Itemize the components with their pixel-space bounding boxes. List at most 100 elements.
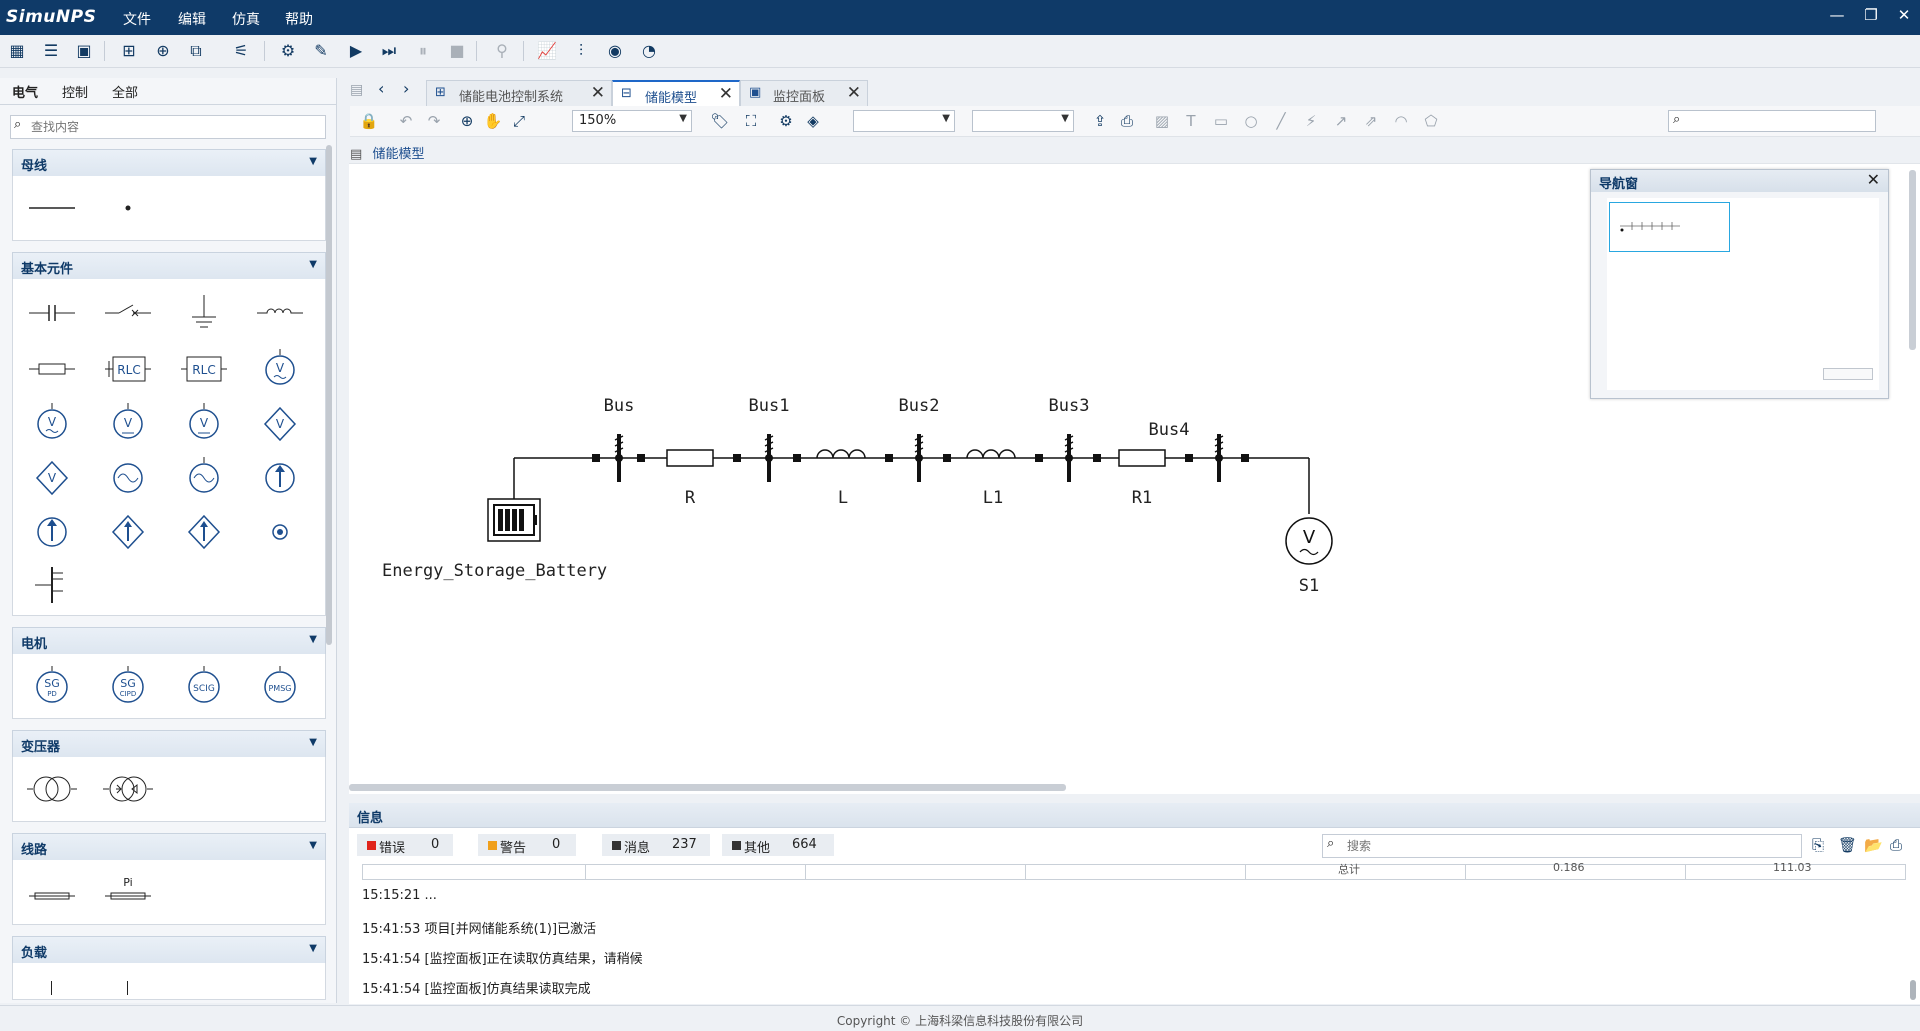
resistor-r1[interactable] — [1118, 449, 1166, 467]
image-icon[interactable]: ▨ — [1154, 112, 1170, 130]
pause-icon[interactable]: ⏸ — [418, 41, 427, 60]
dependent-current-icon[interactable] — [103, 511, 153, 551]
canvas-vertical-scrollbar[interactable] — [1909, 170, 1916, 350]
info-search-input[interactable] — [1345, 836, 1789, 856]
filter-errors[interactable]: 错误 0 — [357, 834, 453, 856]
pmsg-icon[interactable]: PMSG — [255, 666, 305, 706]
bus1-node[interactable] — [733, 434, 801, 482]
add-model-icon[interactable]: ⊕ — [156, 41, 170, 60]
new-model-icon[interactable]: ⊞ — [122, 41, 136, 60]
tab-electrical[interactable]: 电气 — [12, 86, 39, 101]
close-tab-icon[interactable]: ✕ — [846, 83, 861, 103]
menu-edit[interactable]: 编辑 — [178, 12, 206, 28]
polygon-icon[interactable]: ⬠ — [1424, 112, 1438, 130]
dependent-current-2-icon[interactable] — [179, 511, 229, 551]
section-bus[interactable]: 母线 ▼ — [12, 149, 326, 177]
dependent-voltage-2-icon[interactable]: V — [27, 457, 77, 497]
ac-source-2-icon[interactable] — [179, 457, 229, 497]
close-icon[interactable]: ✕ — [1866, 170, 1880, 189]
bus-node[interactable] — [592, 434, 645, 482]
breadcrumb-item[interactable]: 储能模型 — [372, 147, 425, 162]
section-line[interactable]: 线路 ▼ — [12, 833, 326, 861]
load-1-icon[interactable] — [51, 981, 52, 995]
menu-simulation[interactable]: 仿真 — [232, 12, 260, 28]
gear-icon[interactable]: ⚙ — [779, 112, 793, 130]
library-scrollbar[interactable] — [326, 145, 332, 645]
chart-icon[interactable]: 📈 — [537, 41, 557, 60]
settings-list-icon[interactable]: ⚟ — [233, 41, 249, 60]
sliders-icon[interactable]: ⫶ — [578, 41, 583, 60]
style-select-2[interactable]: ▼ — [972, 110, 1074, 132]
copy-log-icon[interactable]: ⎘ — [1812, 836, 1825, 854]
pan-hand-icon[interactable]: ✋ — [483, 112, 503, 130]
menu-file[interactable]: 文件 — [123, 12, 151, 28]
pi-line-icon[interactable]: Pi — [103, 872, 153, 912]
navigation-window-header[interactable]: 导航窗 ✕ — [1591, 170, 1888, 192]
line-icon[interactable]: ╱ — [1276, 112, 1286, 130]
resistor-icon[interactable] — [27, 349, 77, 389]
dashboard-icon[interactable]: ▦ — [9, 41, 25, 60]
nav-forward-icon[interactable]: › — [403, 79, 410, 98]
library-search-input[interactable] — [29, 117, 323, 137]
viewport-indicator[interactable] — [1609, 202, 1730, 252]
library-search[interactable]: ⌕ — [10, 115, 326, 139]
arrow-icon[interactable]: ↗ — [1334, 112, 1348, 130]
folder-icon[interactable]: 📂 — [1864, 836, 1883, 854]
zoom-select[interactable]: 150% ▼ — [572, 110, 692, 132]
controlled-voltage-icon[interactable]: V — [179, 403, 229, 443]
text-icon[interactable]: T — [1186, 112, 1196, 130]
voltage-source-icon[interactable]: V — [27, 403, 77, 443]
tab-battery-control[interactable]: ⊞ 储能电池控制系统 ✕ — [426, 80, 612, 107]
run-icon[interactable]: ▶ — [349, 41, 363, 60]
bus-node-icon[interactable] — [103, 188, 153, 228]
scope-icon[interactable]: ◉ — [608, 41, 622, 60]
layers-icon[interactable]: ◈ — [807, 112, 819, 130]
frame-icon[interactable]: ⛶ — [745, 112, 757, 130]
info-search[interactable]: ⌕ — [1322, 834, 1802, 858]
stop-icon[interactable]: ■ — [449, 41, 465, 60]
connect-icon[interactable]: ⚲ — [496, 41, 508, 60]
bus3-node[interactable] — [1035, 434, 1101, 482]
undo-icon[interactable]: ↶ — [399, 112, 413, 130]
load-2-icon[interactable] — [127, 981, 128, 995]
section-transformer[interactable]: 变压器 ▼ — [12, 730, 326, 758]
bus-line-icon[interactable] — [27, 188, 77, 228]
bus4-node[interactable] — [1185, 434, 1249, 482]
ac-current-source-icon[interactable] — [103, 457, 153, 497]
multi-terminal-bus-icon[interactable] — [27, 565, 77, 605]
polyline-icon[interactable]: ⚡ — [1305, 112, 1317, 130]
trash-icon[interactable]: 🗑 — [1838, 836, 1858, 854]
rectangle-icon[interactable]: ▭ — [1213, 112, 1229, 130]
list-icon[interactable]: ☰ — [43, 41, 59, 60]
section-machine[interactable]: 电机 ▼ — [12, 627, 326, 655]
filter-other[interactable]: 其他 664 — [722, 834, 834, 856]
filter-messages[interactable]: 消息 237 — [602, 834, 710, 856]
step-icon[interactable]: ⏭ — [381, 41, 397, 60]
dependent-voltage-icon[interactable]: V — [255, 403, 305, 443]
canvas-horizontal-scrollbar[interactable] — [349, 784, 1066, 791]
inductor-icon[interactable] — [255, 293, 305, 333]
bus2-node[interactable] — [885, 434, 951, 482]
rlc-branch-icon[interactable]: RLC — [103, 349, 153, 389]
arc-icon[interactable]: ◠ — [1394, 112, 1408, 130]
export-icon[interactable]: ⇪ — [1093, 112, 1107, 130]
print-log-icon[interactable]: ⎙ — [1890, 836, 1903, 854]
section-basic[interactable]: 基本元件 ▼ — [12, 252, 326, 280]
style-select-1[interactable]: ▼ — [853, 110, 955, 132]
tab-all[interactable]: 全部 — [112, 86, 139, 101]
inductor-l1[interactable] — [966, 449, 1016, 459]
navigation-preview[interactable] — [1607, 198, 1879, 390]
close-tab-icon[interactable]: ✕ — [718, 84, 733, 104]
filter-warnings[interactable]: 警告 0 — [478, 834, 576, 856]
ac-voltage-source-icon[interactable]: V — [255, 349, 305, 389]
tab-storage-model[interactable]: ⊟ 储能模型 ✕ — [612, 80, 740, 108]
dc-voltage-source-icon[interactable]: V — [103, 403, 153, 443]
resistor-r[interactable] — [666, 449, 714, 467]
current-source-icon[interactable] — [255, 457, 305, 497]
copy-model-icon[interactable]: ⧉ — [190, 41, 202, 60]
redo-icon[interactable]: ↷ — [427, 112, 441, 130]
breaker-icon[interactable] — [103, 293, 153, 333]
gauge-icon[interactable]: ◔ — [642, 41, 656, 60]
